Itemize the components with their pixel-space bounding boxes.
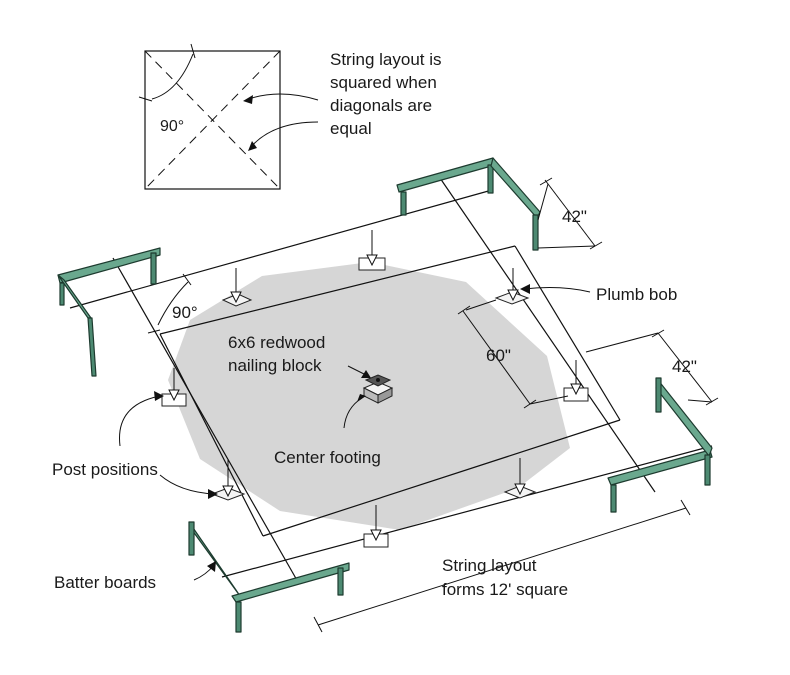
center-footing-callout: Center footing <box>274 394 381 467</box>
dimension-12ft <box>313 499 691 633</box>
footing-front-right <box>503 458 537 499</box>
batter-boards-callout: Batter boards <box>54 561 216 592</box>
footing-front-center <box>363 505 389 548</box>
board-br-post-3 <box>704 454 711 486</box>
string-squared-line-4: equal <box>330 119 372 138</box>
footing-left-lower <box>210 460 246 501</box>
square-edge-right <box>514 245 621 421</box>
board-tr-post-2 <box>487 164 494 194</box>
footing-left-upper <box>161 368 187 407</box>
string-squared-line-2: squared when <box>330 73 437 92</box>
square-edge-front <box>262 419 621 537</box>
square-edge-left <box>159 333 264 537</box>
footing-right-lower <box>563 360 589 402</box>
plumb-bob-callout: Plumb bob <box>520 284 677 304</box>
nailing-block-line-1: 6x6 redwood <box>228 333 325 352</box>
nailing-block-line-2: nailing block <box>228 356 322 375</box>
board-tl-post-2 <box>150 252 157 285</box>
inset-angle-arc <box>151 53 194 100</box>
batter-board-top-left <box>57 247 161 377</box>
inset-diagonal-2 <box>144 50 281 190</box>
post-positions-callout: Post positions <box>52 391 218 499</box>
square-edge-back <box>159 245 516 335</box>
board-bl-rail-2 <box>231 562 350 603</box>
dimension-60: 60" <box>457 299 569 409</box>
inset-square-diagram: 90° <box>138 43 319 190</box>
center-footing-label: Center footing <box>274 448 381 467</box>
post-footings <box>161 230 589 548</box>
board-bl-rail <box>188 521 241 597</box>
batter-board-top-right <box>396 157 541 251</box>
string-squared-line-1: String layout is <box>330 50 442 69</box>
post-positions-label: Post positions <box>52 460 158 479</box>
string-back <box>69 189 493 309</box>
board-br-rail <box>607 449 713 486</box>
inset-tick-top <box>190 43 196 59</box>
inset-angle-label: 90° <box>160 118 184 135</box>
dimension-42-right: 42" <box>585 329 719 406</box>
nailing-block-callout: 6x6 redwood nailing block <box>228 333 371 378</box>
string-right <box>439 177 656 493</box>
string-squared-line-3: diagonals are <box>330 96 432 115</box>
string-square-line-2: forms 12' square <box>442 580 568 599</box>
dimension-42-top: 42" <box>537 177 603 250</box>
arrowhead-diagonal-1 <box>243 95 253 104</box>
inset-tick-left <box>138 96 153 102</box>
batter-boards-label: Batter boards <box>54 573 156 592</box>
board-tl-post-1 <box>59 282 65 306</box>
board-br-post-1 <box>610 484 617 513</box>
main-angle: 90° <box>147 273 198 334</box>
dim-60-label: 60" <box>486 346 511 365</box>
main-angle-label: 90° <box>172 303 198 322</box>
string-squared-label: String layout is squared when diagonals … <box>330 50 442 138</box>
board-tl-post-3 <box>87 317 97 377</box>
batter-board-bottom-left <box>188 521 350 633</box>
arrowhead-diagonal-2 <box>248 141 257 151</box>
string-left <box>112 257 299 583</box>
string-square-callout: String layout forms 12' square <box>442 556 568 599</box>
board-tr-rail-2 <box>490 157 541 219</box>
dim-42-top-label: 42" <box>562 207 587 226</box>
inset-square <box>144 50 281 190</box>
footing-back-right <box>494 268 530 305</box>
batter-board-bottom-right <box>607 377 713 513</box>
board-br-post-2 <box>655 377 662 413</box>
leader-diagonal-1 <box>245 93 319 101</box>
board-tl-rail <box>57 247 161 284</box>
string-front <box>221 445 713 578</box>
board-bl-post-2 <box>235 601 242 633</box>
strings <box>69 177 713 583</box>
footing-back-left <box>221 268 253 307</box>
board-bl-post-3 <box>337 567 344 596</box>
footing-back-center <box>358 230 386 271</box>
dim-42-right-label: 42" <box>672 357 697 376</box>
board-tr-post-3 <box>532 214 539 251</box>
leader-diagonal-2 <box>249 121 319 149</box>
board-bl-post-1 <box>188 521 195 556</box>
board-tr-post-1 <box>400 191 407 216</box>
center-footing <box>362 374 394 404</box>
string-square-line-1: String layout <box>442 556 537 575</box>
plumb-bob-label: Plumb bob <box>596 285 677 304</box>
